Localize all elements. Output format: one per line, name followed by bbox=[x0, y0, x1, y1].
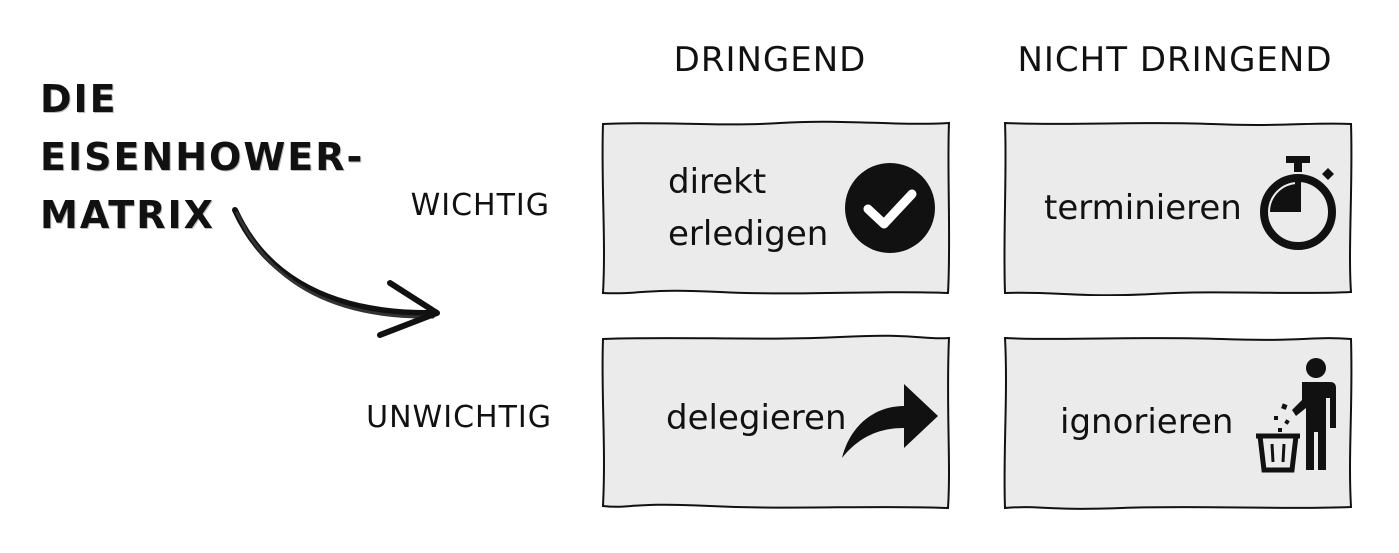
quadrant-label: ignorieren bbox=[1060, 402, 1234, 442]
title-line-3: MATRIX bbox=[40, 193, 215, 237]
quadrant-schedule: terminieren bbox=[1002, 120, 1354, 296]
quadrant-do-now: direkt erledigen bbox=[600, 120, 952, 296]
quadrant-delegate: delegieren bbox=[600, 334, 952, 510]
page-title: DIE EISENHOWER- MATRIX bbox=[40, 70, 364, 244]
card-frame bbox=[601, 334, 951, 510]
stopwatch-icon bbox=[1260, 156, 1336, 250]
trash-person-icon bbox=[1256, 358, 1336, 473]
quadrant-label: delegieren bbox=[666, 398, 847, 438]
row-header-unimportant: UNWICHTIG bbox=[366, 400, 552, 435]
column-header-urgent: DRINGEND bbox=[673, 40, 867, 80]
checkmark-circle-icon bbox=[845, 163, 935, 253]
row-header-important: WICHTIG bbox=[410, 188, 550, 223]
card-frame bbox=[601, 120, 951, 295]
label-line-2: erledigen bbox=[668, 214, 829, 254]
title-line-1: DIE bbox=[40, 77, 118, 121]
quadrant-label: terminieren bbox=[1044, 188, 1242, 228]
title-line-2: EISENHOWER- bbox=[40, 135, 365, 179]
quadrant-label: direkt erledigen bbox=[668, 156, 828, 260]
forward-arrow-icon bbox=[842, 384, 938, 458]
curved-arrow-icon bbox=[232, 207, 440, 338]
column-header-not-urgent: NICHT DRINGEND bbox=[1017, 40, 1333, 80]
label-line-1: direkt bbox=[668, 162, 767, 202]
quadrant-eliminate: ignorieren bbox=[1002, 334, 1354, 510]
card-frame bbox=[1003, 121, 1353, 296]
